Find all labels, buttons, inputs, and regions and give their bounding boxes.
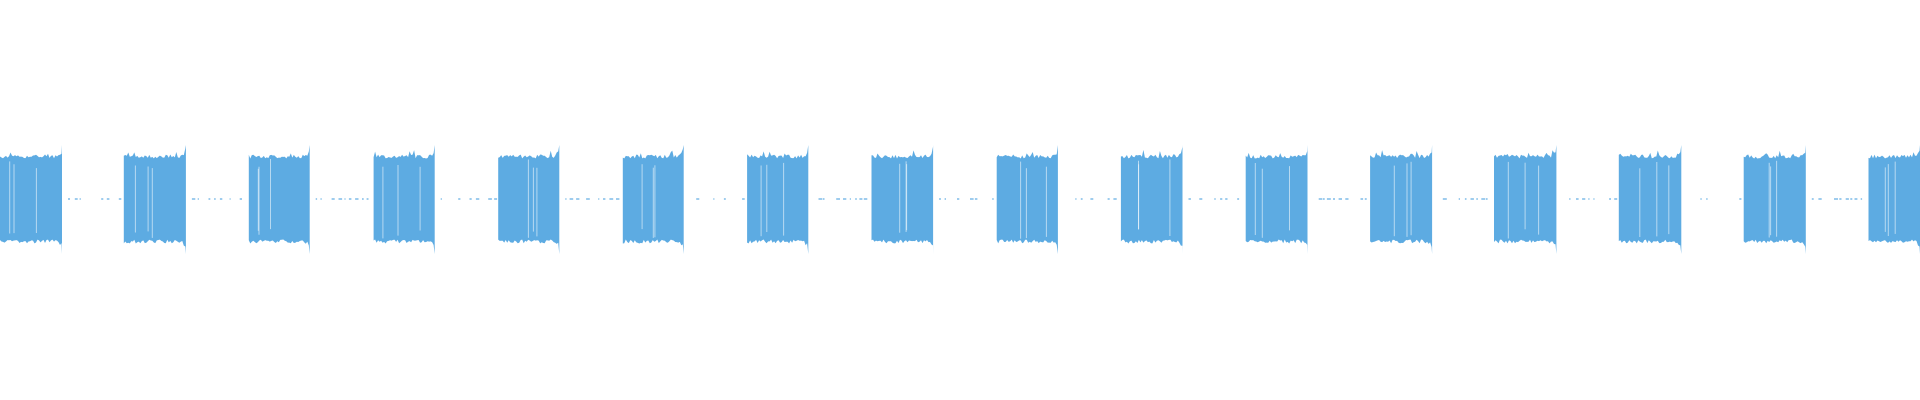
waveform-track bbox=[0, 145, 1920, 254]
waveform-burst bbox=[1120, 145, 1183, 254]
waveform-burst bbox=[996, 145, 1058, 254]
waveform-burst bbox=[1245, 145, 1308, 254]
waveform-burst bbox=[1618, 145, 1682, 254]
waveform-burst bbox=[248, 145, 310, 254]
waveform-burst bbox=[871, 145, 934, 254]
waveform-burst bbox=[373, 145, 435, 254]
waveform-burst bbox=[0, 145, 62, 254]
waveform-burst bbox=[1370, 145, 1433, 254]
waveform-burst bbox=[1868, 145, 1920, 254]
waveform-burst bbox=[1743, 145, 1806, 254]
waveform-burst bbox=[747, 145, 809, 254]
waveform-burst bbox=[123, 145, 186, 254]
